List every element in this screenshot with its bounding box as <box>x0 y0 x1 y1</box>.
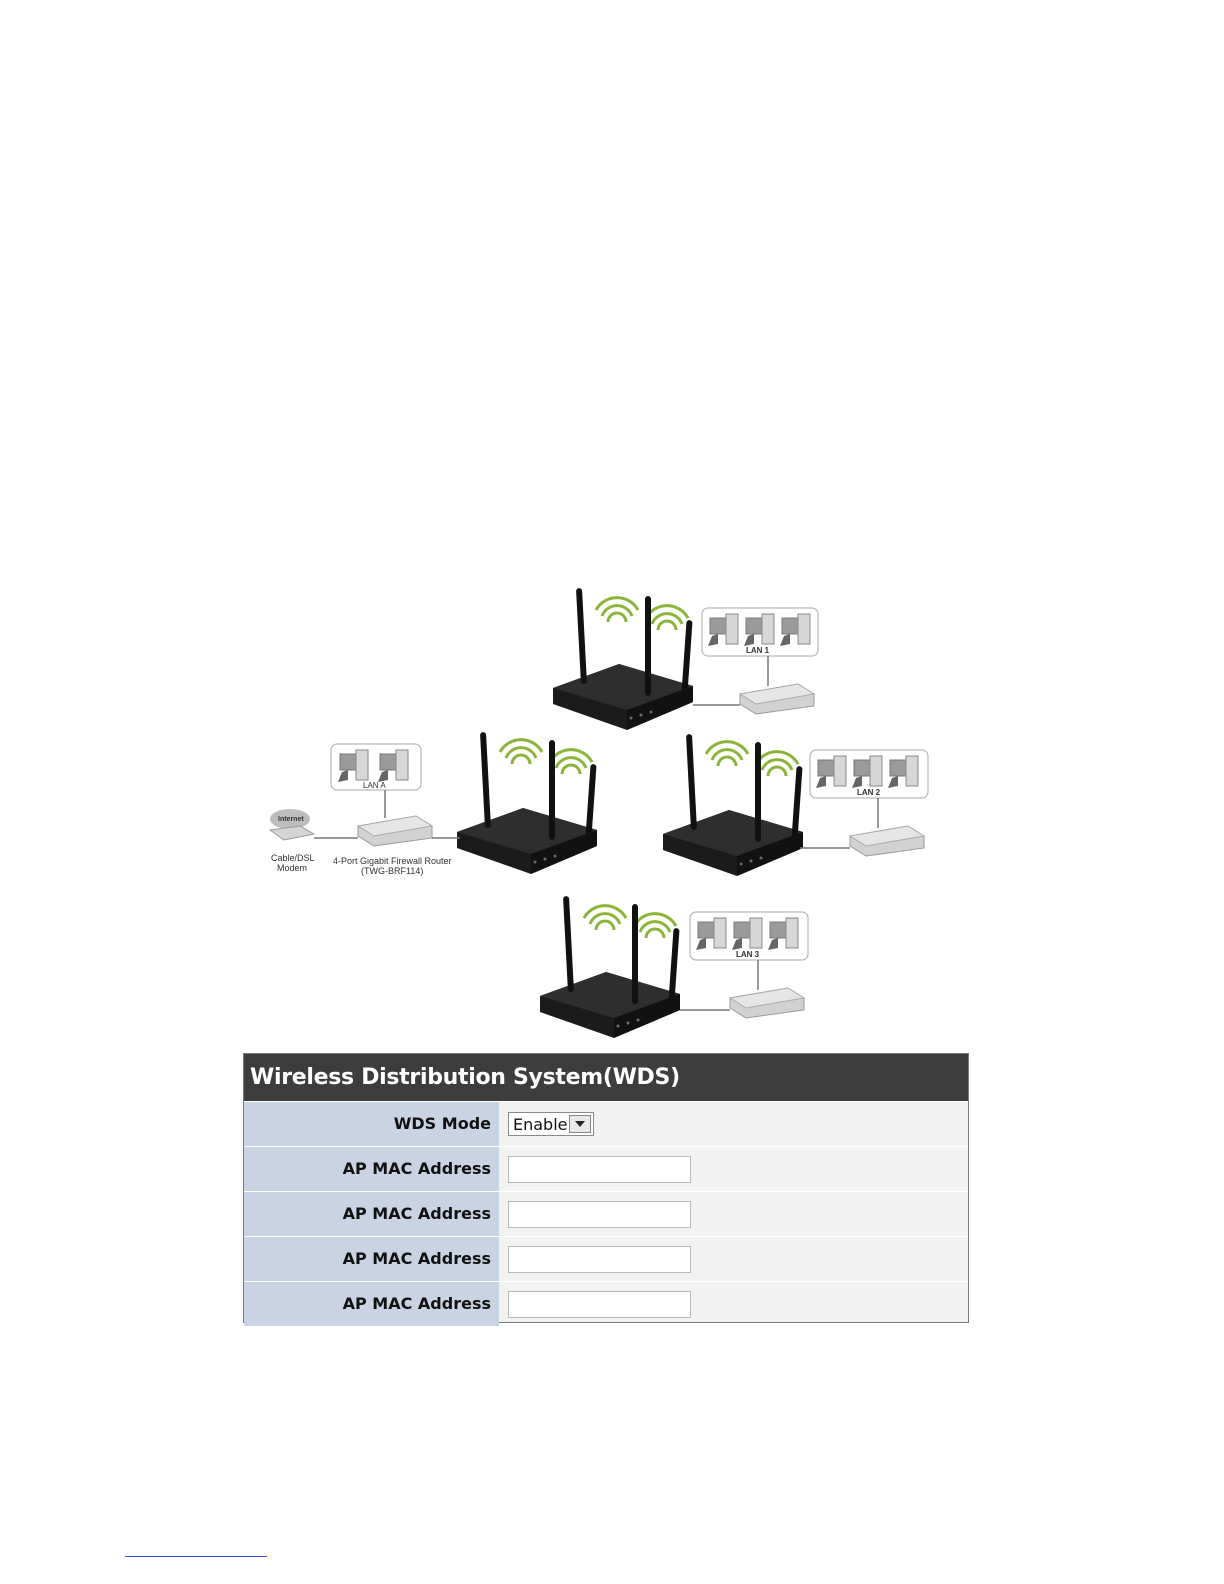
router-label-line2: (TWG-BRF114) <box>361 866 423 876</box>
wds-mode-label: WDS Mode <box>244 1102 499 1146</box>
wds-mode-select[interactable]: Enable <box>508 1112 594 1136</box>
access-point-bottom <box>540 896 808 1038</box>
wds-panel-title: Wireless Distribution System(WDS) <box>244 1054 968 1101</box>
ap-mac-row-4: AP MAC Address <box>244 1281 968 1326</box>
lan1-label: LAN 1 <box>746 646 770 655</box>
ap-mac-label-4: AP MAC Address <box>244 1282 499 1326</box>
lan3-label: LAN 3 <box>736 950 760 959</box>
wds-mode-row: WDS Mode Enable <box>244 1101 968 1146</box>
wds-mode-field: Enable <box>508 1102 594 1146</box>
ap-mac-field-3 <box>508 1237 691 1281</box>
ap-mac-input-4[interactable] <box>508 1291 691 1318</box>
access-point-top <box>553 588 818 730</box>
lan-a-label: LAN A <box>363 781 386 790</box>
access-point-right <box>663 734 928 876</box>
ap-mac-field-4 <box>508 1282 691 1326</box>
ap-mac-input-2[interactable] <box>508 1201 691 1228</box>
ap-mac-row-1: AP MAC Address <box>244 1146 968 1191</box>
ap-mac-row-2: AP MAC Address <box>244 1191 968 1236</box>
access-point-left <box>314 732 597 874</box>
ap-mac-label-2: AP MAC Address <box>244 1192 499 1236</box>
ap-mac-label-1: AP MAC Address <box>244 1147 499 1191</box>
ap-mac-input-1[interactable] <box>508 1156 691 1183</box>
router-label-line1: 4-Port Gigabit Firewall Router <box>333 856 452 866</box>
modem-icon <box>270 809 314 840</box>
wds-settings-panel: Wireless Distribution System(WDS) WDS Mo… <box>243 1053 969 1323</box>
footer-link-underline <box>125 1556 267 1557</box>
internet-label: Internet <box>278 816 304 823</box>
ap-mac-row-3: AP MAC Address <box>244 1236 968 1281</box>
ap-mac-input-3[interactable] <box>508 1246 691 1273</box>
ap-mac-field-1 <box>508 1147 691 1191</box>
lan2-label: LAN 2 <box>857 788 881 797</box>
ap-mac-label-3: AP MAC Address <box>244 1237 499 1281</box>
ap-mac-field-2 <box>508 1192 691 1236</box>
chevron-down-icon[interactable] <box>569 1115 591 1133</box>
wds-mode-value: Enable <box>513 1115 568 1134</box>
modem-label-line1: Cable/DSL <box>271 853 315 863</box>
modem-label-line2: Modem <box>277 863 307 873</box>
